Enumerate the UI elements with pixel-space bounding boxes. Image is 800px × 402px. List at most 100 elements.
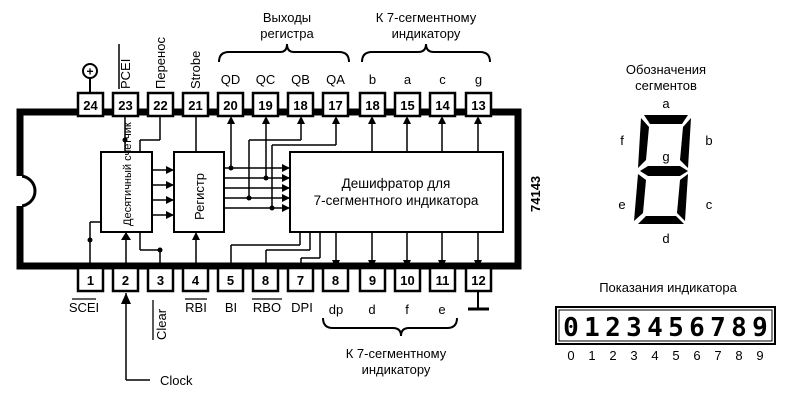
pin-15-label: a [404,72,412,87]
svg-text:18: 18 [365,98,379,113]
svg-text:3: 3 [626,313,642,343]
pin-14-label: c [439,72,446,87]
svg-text:7-сегментного индикатора: 7-сегментного индикатора [314,193,479,208]
svg-text:1: 1 [588,348,595,363]
clock-input: Clock [121,293,193,388]
svg-text:13: 13 [471,98,485,113]
svg-text:7: 7 [714,348,721,363]
svg-text:17: 17 [328,98,342,113]
svg-text:9: 9 [369,273,376,288]
pin-23-label: PCEI [118,59,133,89]
svg-text:3: 3 [630,348,637,363]
pin-22-label: Перенос [153,37,168,89]
svg-text:индикатору: индикатору [362,362,431,377]
svg-text:24: 24 [83,98,98,113]
svg-text:0: 0 [567,348,574,363]
svg-text:4: 4 [647,313,663,343]
pin-23: 23 [111,91,140,118]
svg-text:10: 10 [400,273,414,288]
segment-legend: Обозначения сегментов a f b g e c d [618,62,712,246]
svg-text:+: + [86,65,93,79]
seven-segment-figure [634,115,691,224]
svg-text:6: 6 [693,348,700,363]
pin-2: 2 [111,266,140,293]
svg-text:12: 12 [471,273,485,288]
indicator-numbers: 0 1 2 3 4 5 6 7 8 9 [567,348,763,363]
pin-3: 3 [146,266,175,293]
pin-20-label: QD [221,72,241,87]
seg-a-label: a [662,96,670,111]
pin-15: 15 [393,91,422,118]
pin-13-label: g [475,72,482,87]
pin-22: 22 [146,91,175,118]
pin-9-label: d [368,302,375,317]
svg-text:7: 7 [297,273,304,288]
wiring-arrowheads [121,116,482,268]
seg-c-label: c [706,197,713,212]
seg-b-label: b [705,133,712,148]
svg-text:8: 8 [332,273,339,288]
svg-text:сегментов: сегментов [635,78,697,93]
vcc-symbol: + [82,63,98,93]
seg-e-label: e [618,197,625,212]
svg-text:14: 14 [435,98,450,113]
svg-text:2: 2 [605,313,621,343]
svg-text:К 7-сегментному: К 7-сегментному [346,346,447,361]
top-pin-labels: + PCEI Перенос Strobe QD QC QB QA b a c … [82,37,482,93]
pin-17: 17 [321,91,350,118]
pin-20: 20 [216,91,245,118]
pin-8-label: dp [329,302,343,317]
pin-16-label: b [369,72,376,87]
svg-text:18: 18 [293,98,307,113]
svg-text:19: 19 [258,98,272,113]
svg-text:7: 7 [710,313,726,343]
junction-dots [87,137,275,253]
svg-text:Выходы: Выходы [263,10,311,25]
pin-4-label: RBI [185,300,207,315]
svg-text:23: 23 [118,98,132,113]
svg-text:Дешифратор для: Дешифратор для [342,176,451,191]
svg-text:1: 1 [584,313,600,343]
seg-f-label: f [620,133,624,148]
pin-19-label: QC [256,72,276,87]
register-block: Регистр [173,151,225,233]
register-outputs-annotation: Выходы регистра [218,10,350,63]
pin-10-label: f [405,302,409,317]
svg-text:8: 8 [262,273,269,288]
bottom-pin-row: 1 2 3 4 5 8 7 8 9 10 11 12 [76,266,493,293]
seg-g-label: g [662,149,669,164]
seg-d-label: d [662,231,669,246]
indicator-title: Показания индикатора [599,280,737,295]
svg-text:индикатору: индикатору [392,26,461,41]
pin-13: 13 [464,91,493,118]
pin-4: 4 [181,266,210,293]
to-display-top-annotation: К 7-сегментному индикатору [361,10,491,63]
svg-text:Обозначения: Обозначения [626,62,706,77]
svg-text:6: 6 [689,313,705,343]
pin-7: 7 [286,266,315,293]
pin-6: 8 [251,266,280,293]
pin-3-label: Clear [154,308,169,340]
svg-text:22: 22 [153,98,167,113]
internal-wiring [89,116,479,268]
svg-text:К 7-сегментному: К 7-сегментному [376,10,477,25]
pin-18-label: QB [291,72,310,87]
svg-text:8: 8 [735,348,742,363]
svg-text:4: 4 [651,348,658,363]
pin-12: 12 [464,266,493,293]
ground-icon [468,291,489,311]
to-display-bottom-annotation: К 7-сегментному индикатору [322,317,458,377]
svg-text:9: 9 [752,313,768,343]
svg-text:9: 9 [756,348,763,363]
pin-9: 9 [358,266,387,293]
pin-18: 18 [286,91,315,118]
pin-11-label: e [438,302,445,317]
svg-text:Десятичный счетчик: Десятичный счетчик [122,122,134,226]
svg-text:21: 21 [188,98,202,113]
svg-text:3: 3 [157,273,164,288]
pin-5: 5 [216,266,245,293]
svg-text:20: 20 [223,98,237,113]
svg-text:15: 15 [400,98,414,113]
svg-text:Регистр: Регистр [192,173,207,220]
